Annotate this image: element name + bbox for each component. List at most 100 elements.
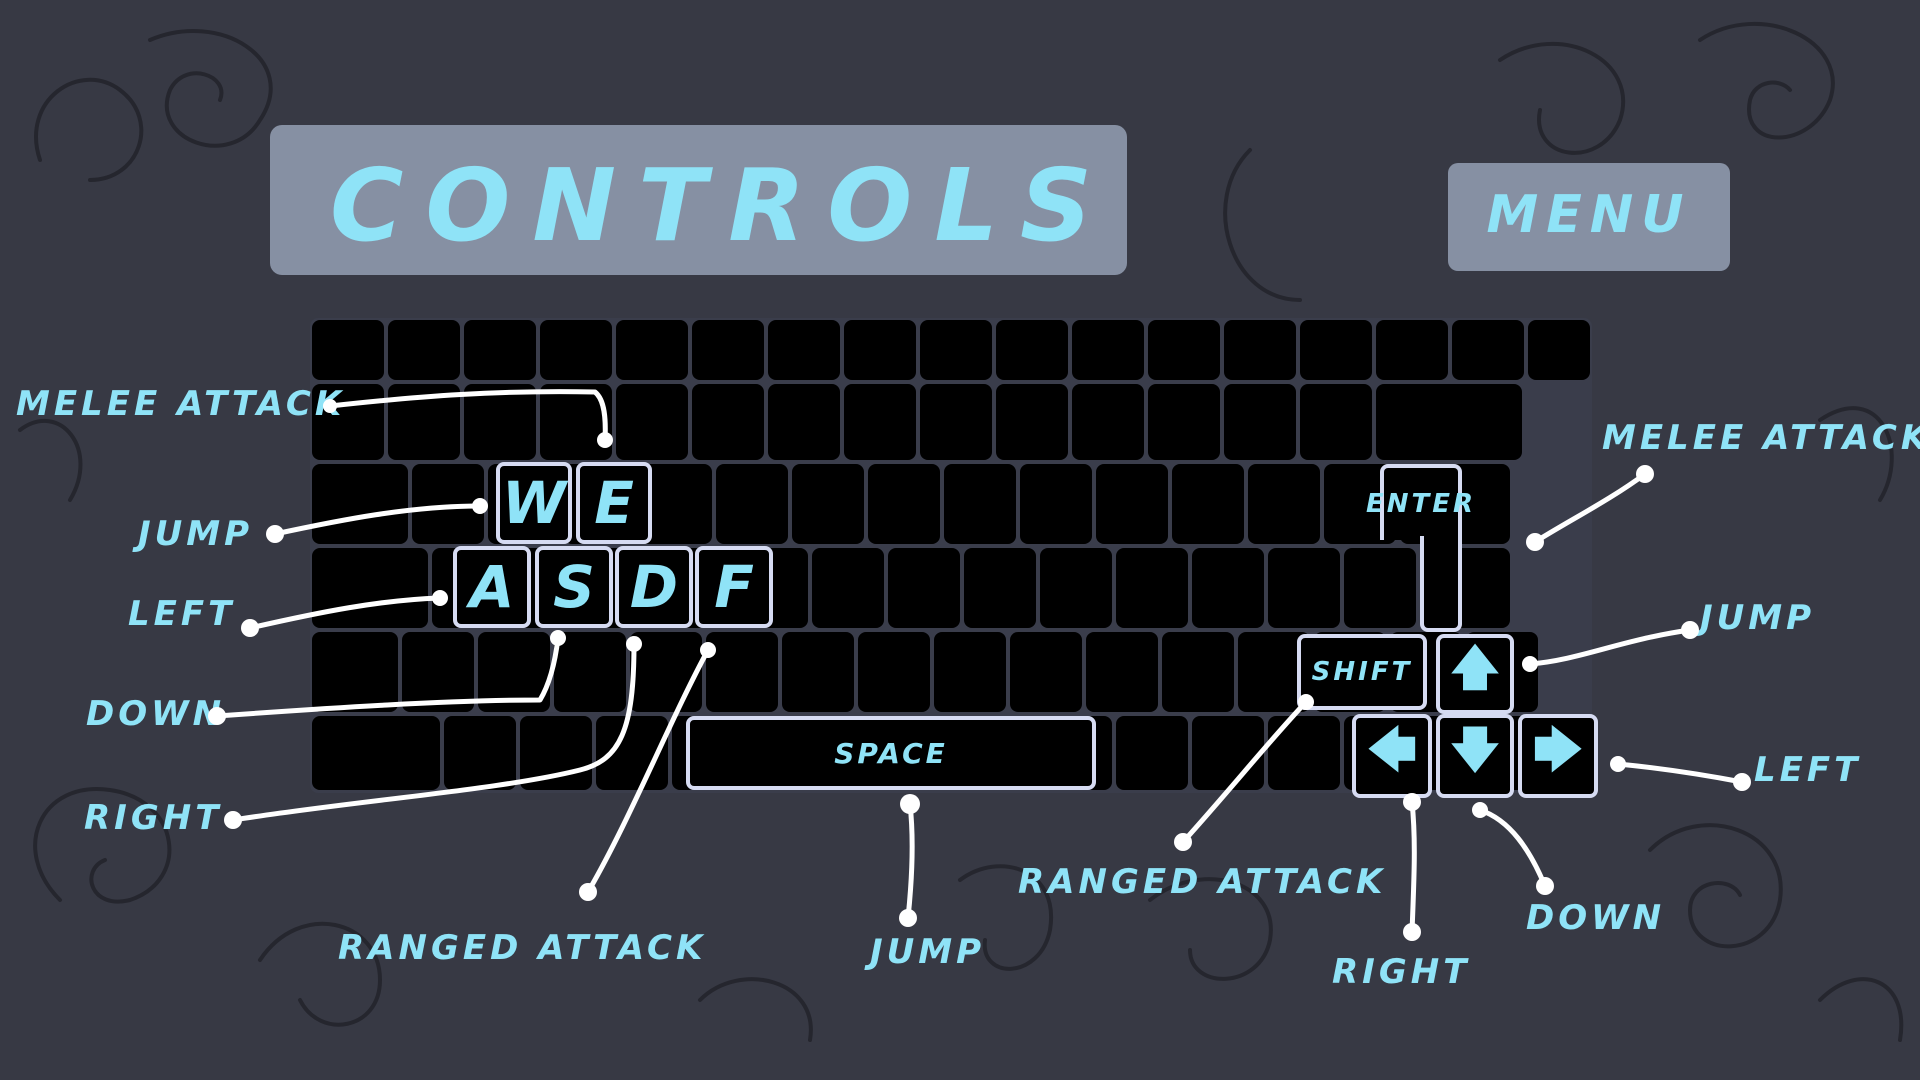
keyboard-key xyxy=(844,320,916,380)
label-ranged-attack-right: RANGED ATTACK xyxy=(1018,862,1387,902)
keyboard-key xyxy=(858,632,930,712)
label-left-left: LEFT xyxy=(128,594,236,634)
keyboard-key xyxy=(1072,320,1144,380)
keyboard-key xyxy=(1148,384,1220,460)
keyboard-key xyxy=(312,632,398,712)
keyboard-key xyxy=(1376,320,1448,380)
keyboard-key xyxy=(844,384,916,460)
keyboard-key xyxy=(964,548,1036,628)
menu-button[interactable]: MENU xyxy=(1448,163,1730,271)
key-down: 🡇 xyxy=(1436,714,1514,798)
label-jump-left: JUMP xyxy=(138,514,254,554)
label-right-left: RIGHT xyxy=(84,798,223,838)
keyboard-key xyxy=(1116,548,1188,628)
keyboard-key xyxy=(1528,320,1590,380)
keyboard-key xyxy=(1268,548,1340,628)
keyboard-key xyxy=(402,632,474,712)
keyboard-key xyxy=(782,632,854,712)
key-e: E xyxy=(576,462,652,544)
key-space: SPACE xyxy=(686,716,1096,790)
keyboard-key xyxy=(1116,716,1188,790)
keyboard-key xyxy=(1072,384,1144,460)
keyboard-key xyxy=(996,384,1068,460)
keyboard-key xyxy=(1224,320,1296,380)
keyboard-key xyxy=(1040,548,1112,628)
keyboard-key xyxy=(540,384,612,460)
keyboard-key xyxy=(1344,548,1416,628)
key-enter-lower xyxy=(1420,536,1462,632)
keyboard-key xyxy=(312,320,384,380)
label-left-right: LEFT xyxy=(1754,750,1862,790)
page-title: CONTROLS xyxy=(330,147,1115,264)
keyboard-key xyxy=(312,464,408,544)
keyboard-key xyxy=(1192,548,1264,628)
key-left: 🡄 xyxy=(1352,714,1432,798)
label-right-right: RIGHT xyxy=(1332,952,1471,992)
keyboard-key xyxy=(1096,464,1168,544)
key-f: F xyxy=(695,546,773,628)
key-s: S xyxy=(535,546,613,628)
keyboard-key xyxy=(616,384,688,460)
keyboard-key xyxy=(388,384,460,460)
keyboard-key xyxy=(444,716,516,790)
arrow-up-icon: 🡅 xyxy=(1450,639,1500,696)
keyboard-key xyxy=(792,464,864,544)
label-down-right: DOWN xyxy=(1526,898,1666,938)
label-melee-attack-right: MELEE ATTACK xyxy=(1602,418,1920,458)
keyboard-key xyxy=(996,320,1068,380)
arrow-right-icon: 🡆 xyxy=(1533,721,1583,778)
keyboard-key xyxy=(640,464,712,544)
keyboard-key xyxy=(1192,716,1264,790)
keyboard-key xyxy=(944,464,1016,544)
keyboard-key xyxy=(616,320,688,380)
menu-button-label: MENU xyxy=(1486,185,1692,245)
keyboard-key xyxy=(520,716,592,790)
keyboard-key xyxy=(1376,384,1522,460)
keyboard-key xyxy=(768,320,840,380)
keyboard-key xyxy=(1268,716,1340,790)
keyboard-key xyxy=(630,632,702,712)
keyboard-key xyxy=(596,716,668,790)
keyboard-key xyxy=(812,548,884,628)
label-jump-space: JUMP xyxy=(870,932,986,972)
keyboard-key xyxy=(1162,632,1234,712)
keyboard-key xyxy=(768,384,840,460)
label-jump-right: JUMP xyxy=(1700,598,1816,638)
key-up: 🡅 xyxy=(1436,634,1514,714)
title-panel: CONTROLS xyxy=(270,125,1127,275)
arrow-left-icon: 🡄 xyxy=(1367,721,1417,778)
keyboard-key xyxy=(388,320,460,380)
keyboard-key xyxy=(1020,464,1092,544)
key-a: A xyxy=(453,546,531,628)
keyboard-key xyxy=(920,384,992,460)
keyboard-key xyxy=(554,632,626,712)
keyboard-key xyxy=(1224,384,1296,460)
key-w: W xyxy=(496,462,572,544)
keyboard-key xyxy=(692,320,764,380)
keyboard-key xyxy=(934,632,1006,712)
keyboard-key xyxy=(1300,320,1372,380)
keyboard-key xyxy=(1452,320,1524,380)
label-melee-attack-left: MELEE ATTACK xyxy=(16,384,346,424)
keyboard-key xyxy=(706,632,778,712)
keyboard-key xyxy=(1300,384,1372,460)
keyboard: W E A S D F ENTER SHIFT SPACE 🡅 🡄 🡇 🡆 xyxy=(310,318,1598,798)
keyboard-key xyxy=(1172,464,1244,544)
keyboard-key xyxy=(1148,320,1220,380)
key-d: D xyxy=(615,546,693,628)
keyboard-key xyxy=(1248,464,1320,544)
label-down-left: DOWN xyxy=(86,694,226,734)
label-ranged-attack-left: RANGED ATTACK xyxy=(338,928,707,968)
keyboard-key xyxy=(464,384,536,460)
key-enter: ENTER xyxy=(1366,464,1473,540)
keyboard-key xyxy=(464,320,536,380)
keyboard-key xyxy=(312,716,440,790)
keyboard-key xyxy=(888,548,960,628)
keyboard-key xyxy=(312,548,428,628)
key-right: 🡆 xyxy=(1518,714,1598,798)
keyboard-key xyxy=(692,384,764,460)
key-shift: SHIFT xyxy=(1297,634,1427,710)
keyboard-key xyxy=(920,320,992,380)
keyboard-key xyxy=(1086,632,1158,712)
